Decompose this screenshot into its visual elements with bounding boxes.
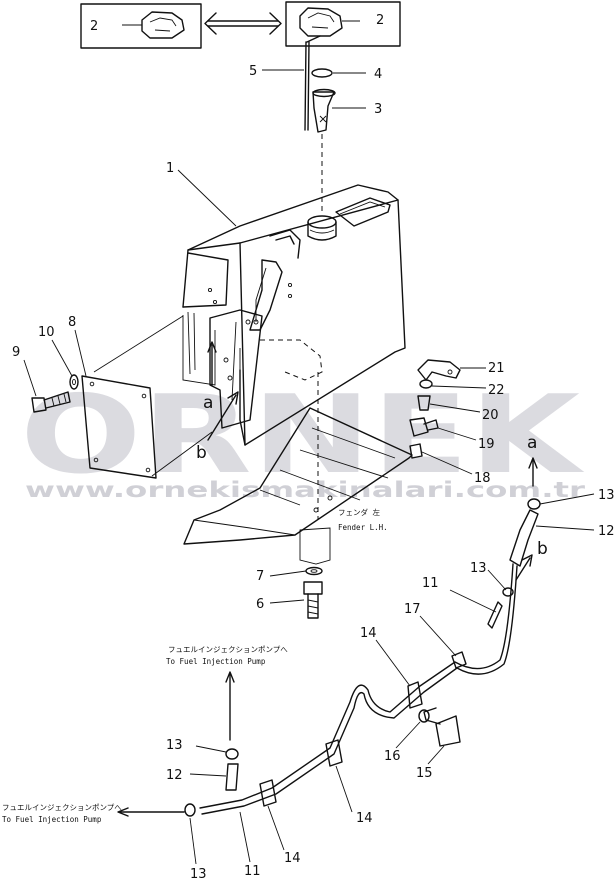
pipe-clamps <box>259 681 423 807</box>
callout-numbers: 1 2 2 3 4 5 6 7 8 9 10 11 11 12 12 13 13… <box>12 13 615 882</box>
fuel-cap-variant-right <box>285 1 401 47</box>
short-hose-right <box>487 587 514 629</box>
hose-lower-left <box>225 763 239 791</box>
clamp-bolt <box>423 707 461 747</box>
callout-21: 21 <box>488 361 505 376</box>
callout-7: 7 <box>256 569 264 584</box>
chain-rod <box>304 35 321 131</box>
callout-11-lower: 11 <box>244 864 261 879</box>
fuel-cap-variant-left <box>80 3 202 49</box>
callout-20: 20 <box>482 408 499 423</box>
callout-13-right-mid: 13 <box>470 561 487 576</box>
view-label-a-right: a <box>527 433 537 453</box>
callout-1: 1 <box>166 161 174 176</box>
view-arrow-b-right <box>515 554 533 581</box>
cover-plate <box>81 375 157 479</box>
elbow-fitting <box>417 359 461 381</box>
connector-17 <box>451 651 467 669</box>
pump-note-en-lower: To Fuel Injection Pump <box>2 815 102 824</box>
o-ring <box>311 68 333 78</box>
callout-14-mid: 14 <box>356 811 373 826</box>
callout-14-lower: 14 <box>284 851 301 866</box>
callout-3: 3 <box>374 102 382 117</box>
pump-note-jp-lower: フュエルインジェクションポンプへ <box>2 803 122 812</box>
mounting-holes <box>207 282 293 381</box>
view-label-b-right: b <box>537 539 548 559</box>
hose-right-upper <box>509 509 539 567</box>
callout-9: 9 <box>12 345 20 360</box>
callout-17: 17 <box>404 602 421 617</box>
callout-2-right: 2 <box>376 13 384 28</box>
watermark: ORNEK www.ornekismakinalari.com.tr <box>20 373 586 502</box>
leader-lines <box>23 69 595 865</box>
callout-8: 8 <box>68 315 76 330</box>
mounting-bolt <box>303 581 323 619</box>
callout-13-lower: 13 <box>190 867 207 882</box>
to-pump-arrow-lower <box>117 807 185 817</box>
nut <box>419 379 433 389</box>
connector <box>417 395 431 411</box>
watermark-url: www.ornekismakinalari.com.tr <box>25 478 586 502</box>
callout-12-right: 12 <box>598 524 615 539</box>
callout-10: 10 <box>38 325 55 340</box>
callout-11-right: 11 <box>422 576 439 591</box>
callout-18: 18 <box>474 471 491 486</box>
alternative-arrow-icon <box>204 12 282 35</box>
callout-4: 4 <box>374 67 382 82</box>
drain-plug <box>409 443 423 459</box>
callout-15: 15 <box>416 766 433 781</box>
plate-bolt <box>31 391 71 413</box>
callout-2-left: 2 <box>90 19 98 34</box>
callout-12-lower: 12 <box>166 768 183 783</box>
clamp-lower-left <box>184 748 239 817</box>
watermark-brand: ORNEK <box>20 373 584 498</box>
callout-13-right-upper: 13 <box>598 488 615 503</box>
callout-13-lower-mid: 13 <box>166 738 183 753</box>
filler-strainer <box>312 88 336 212</box>
pump-note-jp-upper: フュエルインジェクションポンプへ <box>168 645 288 654</box>
view-label-a-tank: a <box>203 393 213 413</box>
spring-washer <box>418 709 430 723</box>
fuel-tank <box>182 184 406 520</box>
drain-valve <box>409 417 439 437</box>
view-arrow-a-right <box>528 457 538 487</box>
fuel-pipe-main <box>199 563 518 815</box>
callout-19: 19 <box>478 437 495 452</box>
callout-16: 16 <box>384 749 401 764</box>
fender-note-jp: フェンダ 左 <box>338 507 381 517</box>
pump-note-en-upper: To Fuel Injection Pump <box>166 657 266 666</box>
view-label-b-tank: b <box>196 443 207 463</box>
callout-14-upper: 14 <box>360 626 377 641</box>
callout-5: 5 <box>249 64 257 79</box>
callout-6: 6 <box>256 597 264 612</box>
plate-washer <box>69 374 79 390</box>
view-arrow-a-tank <box>207 341 217 386</box>
callout-22: 22 <box>488 383 505 398</box>
fender-lh <box>183 407 413 565</box>
fender-note-en: Fender L.H. <box>338 523 388 532</box>
view-arrow-b-tank <box>207 391 239 441</box>
washer <box>305 566 323 576</box>
to-pump-arrow-upper <box>225 671 235 741</box>
